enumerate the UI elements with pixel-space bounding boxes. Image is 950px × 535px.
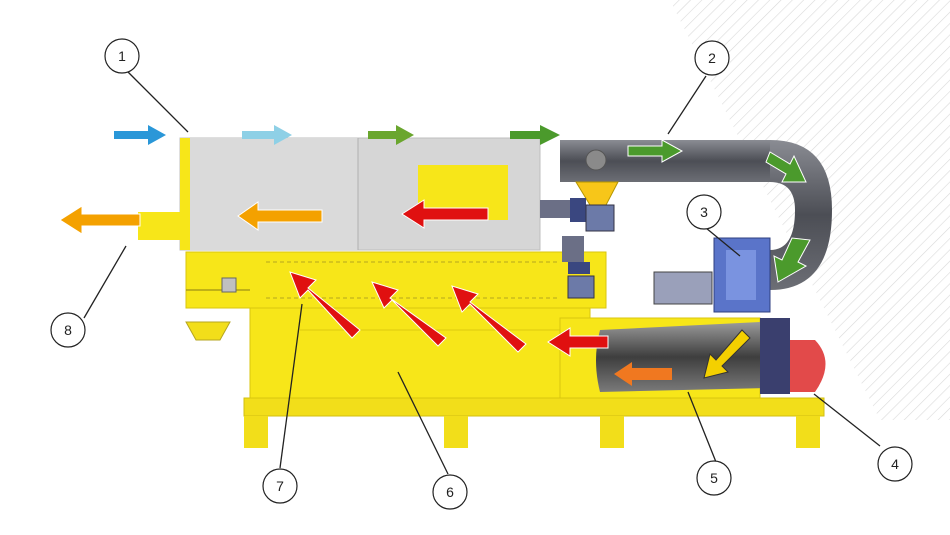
blower-fan	[653, 237, 771, 313]
arrow-duct-green-2	[765, 151, 807, 183]
callout-2-label: 2	[708, 50, 716, 66]
outlet-hopper	[185, 321, 231, 341]
arrow-drum-red	[401, 199, 489, 229]
callout-4: 4	[877, 446, 913, 482]
arrow-drum-cool	[242, 125, 292, 145]
arrow-discharge-orange	[59, 205, 141, 235]
arrow-diag-1	[289, 271, 361, 339]
arrow-diag-3	[451, 285, 527, 353]
arrow-diag-2	[371, 281, 447, 347]
arrow-duct-green-1	[627, 139, 684, 163]
callout-7: 7	[262, 468, 298, 504]
callout-2: 2	[694, 40, 730, 76]
arrow-duct-warm	[510, 125, 560, 145]
callout-1-label: 1	[118, 48, 126, 64]
callout-8: 8	[50, 312, 86, 348]
arrow-inlet-cold	[114, 125, 166, 145]
callout-3-label: 3	[700, 204, 708, 220]
base-frame	[243, 397, 825, 448]
callout-6-label: 6	[446, 484, 454, 500]
callout-1: 1	[104, 38, 140, 74]
callouts: 1 2 3 4 5 6 7 8	[50, 38, 913, 510]
callout-8-label: 8	[64, 322, 72, 338]
arrow-drum-warm	[368, 125, 414, 145]
callout-6: 6	[432, 474, 468, 510]
arrow-burner-orange	[614, 362, 672, 386]
flow-arrows	[59, 125, 811, 386]
discharge-chute	[138, 212, 183, 240]
arrow-drum-orange	[237, 201, 323, 231]
drum	[179, 137, 541, 251]
callout-5-label: 5	[710, 470, 718, 486]
screw-conveyor	[185, 251, 607, 309]
callout-3: 3	[686, 194, 722, 230]
callout-5: 5	[696, 460, 732, 496]
arrow-burner-red	[547, 327, 609, 357]
callout-7-label: 7	[276, 478, 284, 494]
arrow-burner-yellow	[703, 329, 751, 379]
feed-valves	[540, 198, 615, 299]
arrow-duct-green-3	[773, 237, 811, 283]
callout-4-label: 4	[891, 456, 899, 472]
callout-leaders	[83, 71, 881, 475]
